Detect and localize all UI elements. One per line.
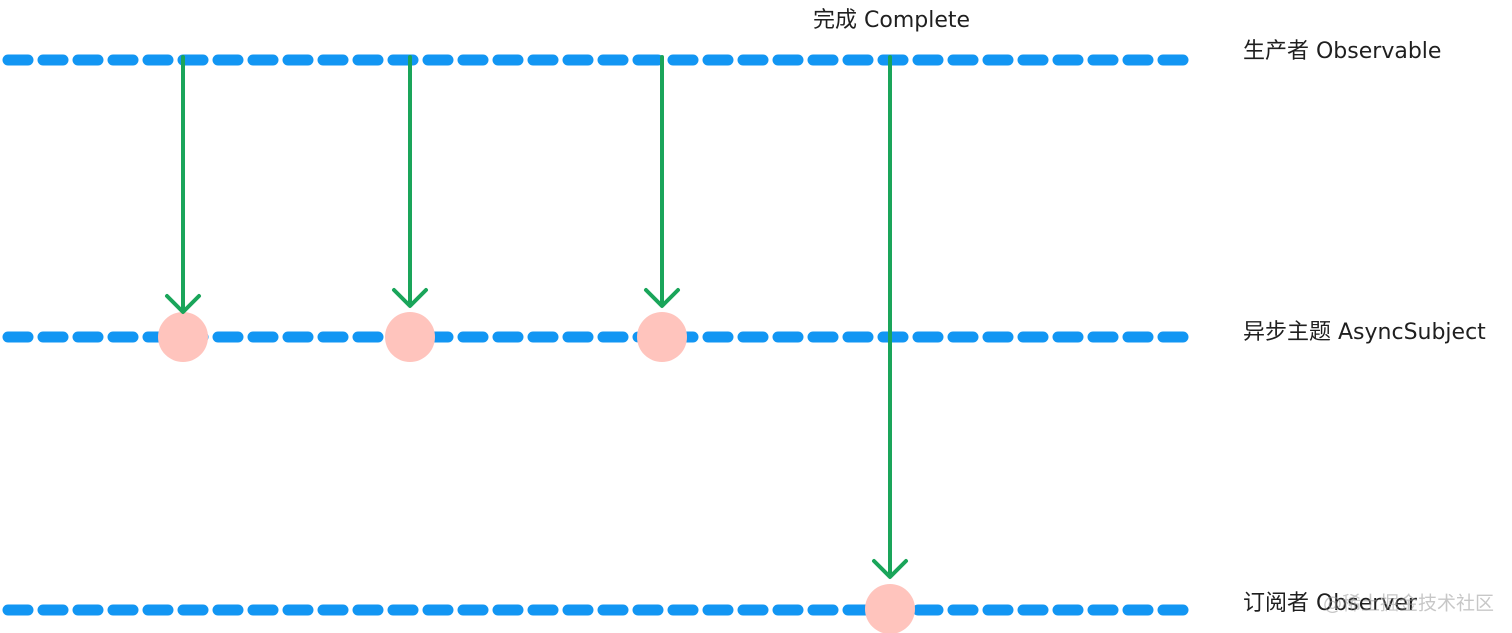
subject-event-dot-2 (385, 312, 435, 362)
complete-label: 完成 Complete (813, 8, 970, 33)
watermark: @稀土掘金技术社区 (1323, 593, 1494, 615)
subject-event-dot-3 (637, 312, 687, 362)
emission-arrow-3 (644, 55, 680, 308)
observer-label: 订阅者 Observer (1243, 591, 1418, 616)
producer-label: 生产者 Observable (1243, 39, 1441, 64)
complete-arrow (872, 55, 908, 579)
emission-arrow-1 (165, 55, 201, 314)
subject-event-dot-1 (158, 312, 208, 362)
subject-label: 异步主题 AsyncSubject (1243, 320, 1486, 345)
observer-event-dot (865, 584, 915, 633)
emission-arrow-2 (392, 55, 428, 308)
